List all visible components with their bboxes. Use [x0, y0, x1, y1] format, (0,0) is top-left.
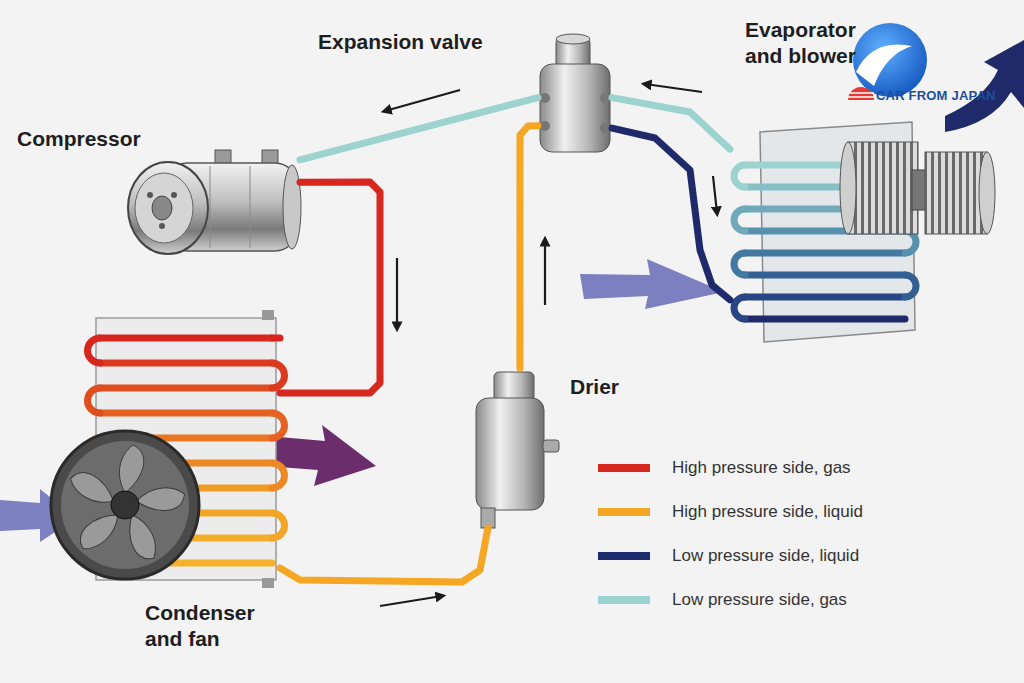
- condenser-coil: [100, 335, 272, 342]
- blower-end: [840, 142, 856, 234]
- component-box: Expansion valve: [538, 33, 612, 155]
- fan-blade: [119, 445, 143, 493]
- legend-swatch: [598, 464, 650, 472]
- flow-direction-arrow: [713, 176, 717, 213]
- flow-direction-arrow: [380, 596, 442, 606]
- condenser-bend: [272, 513, 285, 538]
- component-box: Drier: [470, 368, 548, 528]
- compressor-rib: [250, 166, 251, 248]
- evaporator-bend: [734, 209, 745, 231]
- condenser-bend: [272, 413, 285, 438]
- legend-entry: Low pressure side, liquid: [598, 534, 863, 578]
- valve-port: [600, 93, 610, 103]
- legend-label: High pressure side, gas: [672, 458, 851, 478]
- evaporator-coil: [745, 316, 905, 323]
- component-label: Condenser and fan: [145, 600, 275, 652]
- logo-sun-stripe: [848, 96, 874, 98]
- watermark: CAR FROM JAPAN: [876, 88, 996, 103]
- compressor-bolt: [147, 192, 153, 198]
- component-label: Evaporator and blower: [745, 17, 870, 69]
- blower-wheel: [848, 142, 918, 234]
- compressor-bolt: [171, 192, 177, 198]
- flow-direction-arrow: [544, 240, 546, 305]
- component-box: Compressor: [125, 148, 300, 255]
- fan-ring: [61, 441, 189, 569]
- refrigerant-pipe: [280, 528, 488, 582]
- compressor-pulley: [128, 162, 208, 254]
- flow-direction-arrow: [385, 90, 460, 111]
- fan-housing: [51, 431, 199, 579]
- condenser-bend: [272, 363, 285, 388]
- compressor-rib: [210, 166, 211, 248]
- condenser-coil: [100, 410, 272, 417]
- refrigerant-pipe: [612, 128, 730, 300]
- condenser-bend: [88, 388, 101, 413]
- evaporator-bend: [734, 253, 745, 275]
- component-label: Drier: [570, 374, 650, 400]
- valve-port: [600, 123, 610, 133]
- fan-hub: [111, 491, 139, 519]
- evaporator-coil: [745, 294, 905, 301]
- valve-port: [540, 121, 550, 131]
- condenser-bend: [272, 463, 285, 488]
- component-label: Compressor: [17, 126, 177, 152]
- drier-body: [476, 398, 544, 510]
- evaporator-coil: [745, 250, 905, 257]
- valve-port: [540, 93, 550, 103]
- compressor-hub: [152, 196, 172, 220]
- air-flow-arrow: [945, 40, 1024, 132]
- legend-label: Low pressure side, gas: [672, 590, 847, 610]
- component-label: Expansion valve: [318, 29, 533, 55]
- flow-direction-arrow: [645, 84, 702, 92]
- refrigerant-pipe: [300, 98, 538, 160]
- condenser-bend: [88, 338, 101, 363]
- blower-end: [979, 152, 995, 234]
- logo-wave: [856, 44, 912, 86]
- condenser-coil: [100, 385, 272, 392]
- refrigerant-pipe: [280, 182, 380, 393]
- legend-swatch: [598, 596, 650, 604]
- evaporator-bend: [734, 297, 745, 319]
- evaporator-coil: [745, 272, 905, 279]
- legend-entry: High pressure side, gas: [598, 446, 863, 490]
- component-box: Evaporator and blower: [730, 125, 1005, 345]
- logo-sun-stripe: [848, 92, 874, 94]
- condenser-coil: [100, 360, 272, 367]
- compressor-bolt: [159, 223, 165, 229]
- mount-tab: [262, 310, 274, 320]
- evaporator-bend: [905, 275, 916, 297]
- flow-direction-arrow: [396, 258, 398, 328]
- logo-circle: [853, 23, 927, 97]
- valve-cap-top: [556, 34, 590, 44]
- compressor-clutch: [135, 173, 193, 243]
- logo-sun: [848, 87, 874, 100]
- legend-label: High pressure side, liquid: [672, 502, 863, 522]
- component-box: Condenser and fan: [55, 318, 280, 590]
- legend-label: Low pressure side, liquid: [672, 546, 859, 566]
- legend-swatch: [598, 552, 650, 560]
- drier-fitting: [543, 440, 559, 452]
- evaporator-bend: [734, 165, 745, 187]
- legend-swatch: [598, 508, 650, 516]
- legend-entry: High pressure side, liquid: [598, 490, 863, 534]
- fan-blade: [135, 481, 188, 519]
- mount-tab: [262, 578, 274, 588]
- refrigerant-pipe: [520, 126, 538, 368]
- refrigerant-pipe: [612, 98, 730, 150]
- valve-body: [540, 64, 610, 152]
- compressor-rear: [283, 165, 301, 249]
- legend: High pressure side, gasHigh pressure sid…: [598, 446, 863, 622]
- blower-wheel: [925, 152, 987, 234]
- condenser-inlet: [272, 335, 280, 342]
- legend-entry: Low pressure side, gas: [598, 578, 863, 622]
